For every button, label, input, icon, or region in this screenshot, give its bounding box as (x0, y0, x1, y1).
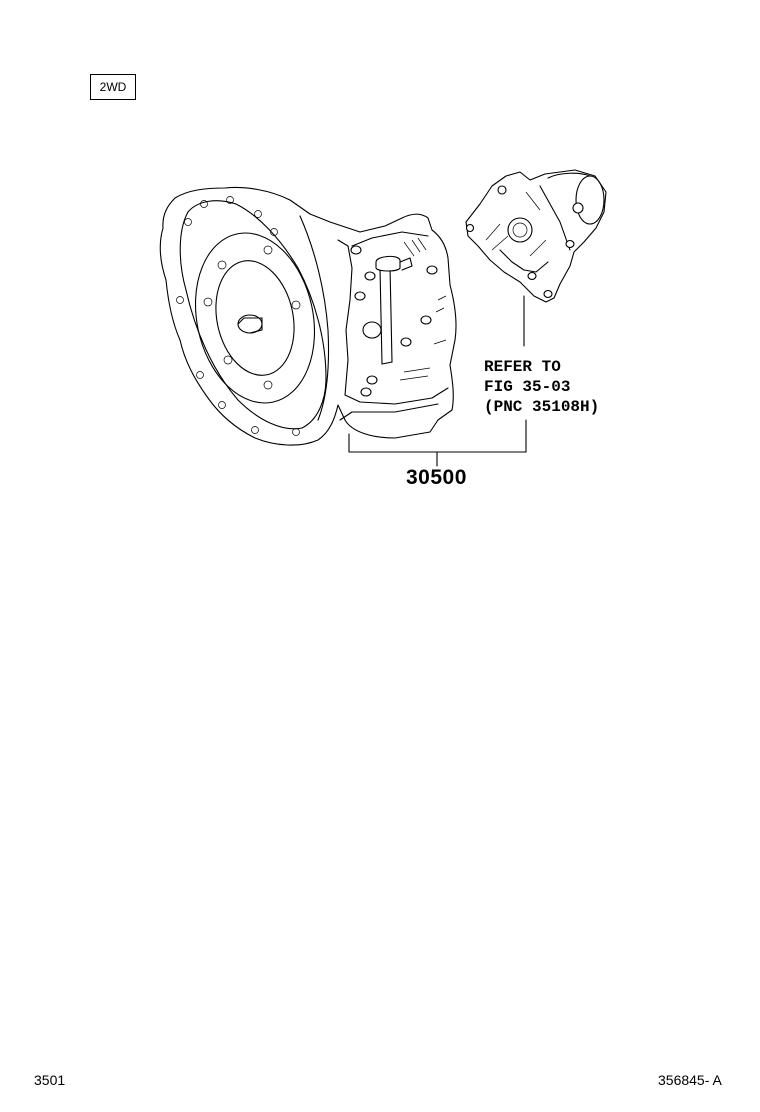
reference-note-line-1: REFER TO (484, 358, 561, 376)
variant-label-box: 2WD (90, 74, 136, 100)
illustration-code: 356845- A (658, 1072, 722, 1088)
transmission-assembly-drawing (159, 187, 457, 446)
reference-note-line-2: FIG 35-03 (484, 378, 571, 396)
part-number-label: 30500 (406, 466, 467, 489)
extension-housing-drawing (465, 169, 607, 303)
variant-label: 2WD (99, 80, 127, 94)
reference-note: REFER TO FIG 35-03 (PNC 35108H) (484, 357, 599, 417)
reference-note-line-3: (PNC 35108H) (484, 398, 600, 416)
page-code: 3501 (34, 1072, 66, 1088)
